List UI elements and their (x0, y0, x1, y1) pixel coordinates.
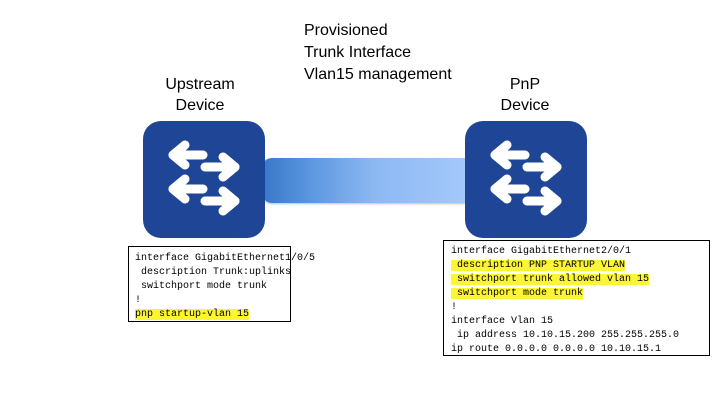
config-line-highlighted: description PNP STARTUP VLAN (451, 260, 626, 271)
pnp-device[interactable] (465, 121, 587, 238)
pnp-config-box: interface GigabitEthernet2/0/1 descripti… (443, 240, 710, 356)
config-line: description Trunk:uplinks (135, 267, 292, 278)
link-label-line: Trunk Interface (304, 44, 412, 61)
switch-arrows-icon (490, 140, 562, 216)
config-line: interface GigabitEthernet1/0/5 (135, 253, 316, 264)
config-line: ! (135, 295, 142, 306)
upstream-device[interactable] (143, 121, 265, 238)
upstream-label-line: Device (175, 97, 225, 114)
config-line: ! (451, 302, 458, 313)
config-line: ip address 10.10.15.200 255.255.255.0 (451, 330, 680, 341)
switch-arrows-icon (168, 140, 240, 216)
config-line-highlighted: switchport trunk allowed vlan 15 (451, 274, 650, 285)
link-label-line: Vlan15 management (304, 66, 452, 83)
upstream-device-label: Upstream Device (140, 74, 260, 116)
pnp-label-line: PnP (509, 76, 541, 93)
config-line-highlighted: pnp startup-vlan 15 (135, 309, 250, 320)
upstream-label-line: Upstream (165, 76, 235, 93)
pnp-label-line: Device (500, 97, 550, 114)
config-line-highlighted: switchport mode trunk (451, 288, 584, 299)
upstream-config-box: interface GigabitEthernet1/0/5 descripti… (128, 246, 316, 322)
trunk-link (262, 158, 465, 203)
config-line: switchport mode trunk (135, 281, 268, 292)
config-line: interface GigabitEthernet2/0/1 (451, 246, 632, 257)
pnp-device-label: PnP Device (465, 74, 585, 116)
trunk-link-label: Provisioned Trunk Interface Vlan15 manag… (304, 20, 452, 86)
config-line: ip route 0.0.0.0 0.0.0.0 10.10.15.1 (451, 344, 662, 355)
config-line: interface Vlan 15 (451, 316, 554, 327)
link-label-line: Provisioned (304, 22, 388, 39)
